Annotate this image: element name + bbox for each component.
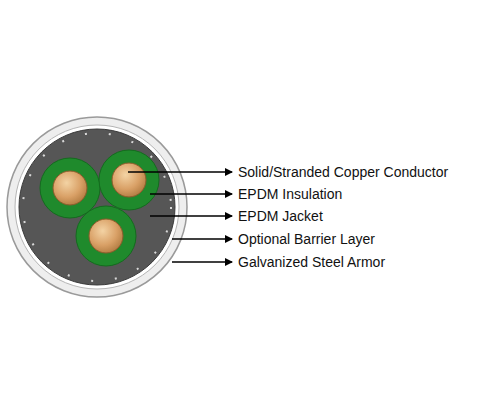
core: [40, 158, 100, 218]
part-label: Galvanized Steel Armor: [238, 254, 385, 270]
barrier-ring: [15, 125, 179, 289]
part-label: Optional Barrier Layer: [238, 231, 375, 247]
part-label: EPDM Insulation: [238, 186, 342, 202]
armor-ring: [7, 117, 187, 297]
jacket: [19, 129, 175, 285]
core: [99, 150, 159, 210]
armor-ticks: [23, 133, 171, 281]
leader-arrows: [128, 172, 232, 262]
part-label: EPDM Jacket: [238, 208, 323, 224]
part-label: Solid/Stranded Copper Conductor: [238, 164, 448, 180]
core: [76, 206, 136, 266]
